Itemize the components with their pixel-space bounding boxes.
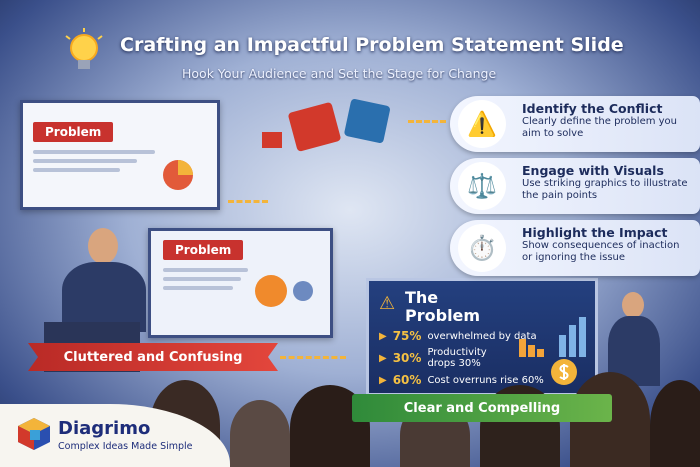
presenter-head xyxy=(88,228,118,264)
card-identify-conflict: ⚠️ Identify the Conflict Clearly define … xyxy=(450,96,700,152)
card-text: Show consequences of inaction or ignorin… xyxy=(522,240,680,263)
puzzle-pieces-icon xyxy=(262,99,390,152)
card-text: Clearly define the problem you aim to so… xyxy=(522,116,678,139)
arrow xyxy=(280,356,346,359)
page-subtitle: Hook Your Audience and Set the Stage for… xyxy=(182,66,497,81)
audience-member xyxy=(230,400,290,467)
gauge-icon xyxy=(255,275,313,307)
presenter-body xyxy=(62,262,146,332)
cluttered-banner: Cluttered and Confusing xyxy=(28,343,278,371)
stat-row: ▶ 60% Cost overruns rise 60% xyxy=(379,373,585,387)
problem-slide-screen: Problem xyxy=(148,228,333,338)
pie-chart-icon xyxy=(163,160,193,190)
panel-title: The Problem xyxy=(405,288,481,325)
diagrimo-logo-icon xyxy=(18,418,50,450)
warning-icon: ⚠ xyxy=(379,293,396,314)
page-title: Crafting an Impactful Problem Statement … xyxy=(120,34,624,56)
problem-tag: Problem xyxy=(33,122,114,142)
clear-banner: Clear and Compelling xyxy=(352,394,612,422)
the-problem-panel: ⚠ The Problem ▶ 75% overwhelmed by data ▶ 3… xyxy=(366,278,598,396)
card-engage-visuals: ⚖️ Engage with Visuals Use striking grap… xyxy=(450,158,700,214)
lightbulb-icon xyxy=(65,28,103,69)
bullet-icon: ▶ xyxy=(379,330,387,342)
warning-icon: ⚠️ xyxy=(458,100,506,148)
card-text: Use striking graphics to illustrate the … xyxy=(522,178,688,201)
stat-text: overwhelmed by data xyxy=(427,330,537,342)
stat-row: ▶ 75% overwhelmed by data xyxy=(379,329,585,343)
brand-tagline: Complex Ideas Made Simple xyxy=(58,441,193,452)
bullet-icon: ▶ xyxy=(379,352,387,364)
stat-pct: 75% xyxy=(392,329,422,343)
card-title: Highlight the Impact xyxy=(522,225,668,240)
clock-chart-icon: ⏱️ xyxy=(458,224,506,272)
card-title: Engage with Visuals xyxy=(522,163,664,178)
stat-pct: 60% xyxy=(392,373,422,387)
card-title: Identify the Conflict xyxy=(522,101,663,116)
stat-text: Cost overruns rise 60% xyxy=(427,374,544,386)
declining-bar-chart-icon xyxy=(519,317,586,385)
stat-text: Productivity drops 30% xyxy=(427,347,487,369)
arrow xyxy=(228,200,268,203)
brand-name: Diagrimo xyxy=(58,418,151,439)
stat-row: ▶ 30% Productivity drops 30% xyxy=(379,347,585,369)
stat-pct: 30% xyxy=(392,351,422,365)
scales-icon: ⚖️ xyxy=(458,162,506,210)
cluttered-slide-screen: Problem xyxy=(20,100,220,210)
audience-member xyxy=(650,380,700,467)
presenter-right-head xyxy=(622,292,644,318)
card-highlight-impact: ⏱️ Highlight the Impact Show consequence… xyxy=(450,220,700,276)
bullet-icon: ▶ xyxy=(379,374,387,386)
arrow xyxy=(408,120,446,123)
problem-tag: Problem xyxy=(163,240,244,260)
